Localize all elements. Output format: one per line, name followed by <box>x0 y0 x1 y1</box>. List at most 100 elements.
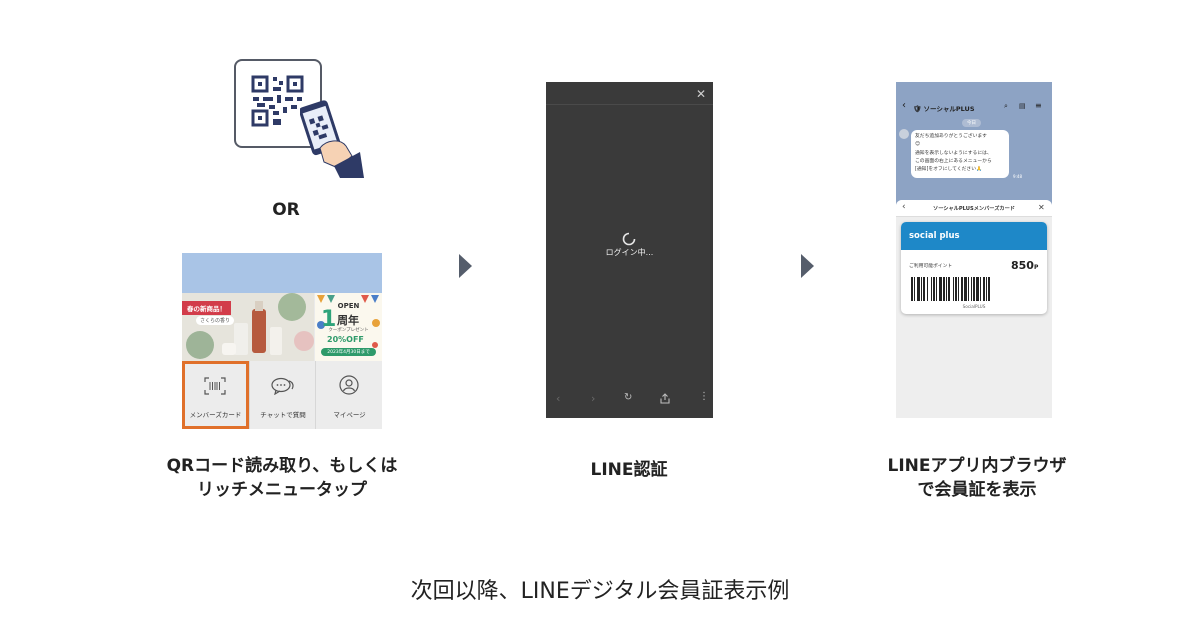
barcode-image <box>911 277 990 301</box>
loading-text: ログイン中... <box>605 248 654 257</box>
barcode-bar <box>968 277 969 301</box>
barcode-bar <box>980 277 981 301</box>
barcode-bar <box>943 277 945 301</box>
qr-code-icon <box>251 75 304 127</box>
menu-item-chat[interactable]: チャットで質問 <box>249 361 316 429</box>
message-time: 9:48 <box>1013 174 1022 179</box>
barcode-bar <box>953 277 954 301</box>
barcode-bar <box>917 277 920 301</box>
barcode-bar <box>971 277 972 301</box>
message-line: この画面の右上にあるメニューから <box>915 158 992 164</box>
menu-item-members-card[interactable]: メンバーズカード <box>182 361 249 429</box>
barcode-bar <box>923 277 925 301</box>
barcode-bar <box>933 277 935 301</box>
step2-caption: LINE認証 <box>590 460 668 480</box>
close-icon[interactable]: ✕ <box>696 87 707 101</box>
spring-product-banner[interactable]: 春の新商品！ さくらの香り <box>182 293 314 361</box>
points-number: 850 <box>1011 259 1034 272</box>
sakura-badge: さくらの香り <box>196 316 235 325</box>
menu-item-label: メンバーズカード <box>189 411 242 419</box>
back-icon[interactable]: ‹ <box>902 100 906 111</box>
panel-header <box>896 200 1052 217</box>
message-line: [通知]をオフにしてください🙏 <box>915 167 982 173</box>
bunting-icon <box>317 295 380 348</box>
step1-caption-line2: リッチメニュータップ <box>197 480 367 500</box>
avatar[interactable] <box>899 129 909 139</box>
chat-bubble-icon <box>271 377 294 395</box>
step3-caption-line2: で会員証を表示 <box>917 480 1037 500</box>
barcode-bar <box>961 277 963 301</box>
barcode-bar <box>958 277 959 301</box>
menu-item-label: マイページ <box>333 411 366 419</box>
coupon-label: クーポンプレゼント <box>328 328 369 333</box>
menu-item-mypage[interactable]: マイページ <box>315 361 382 429</box>
barcode-bar <box>939 277 942 301</box>
open-label: OPEN <box>337 302 360 310</box>
back-icon[interactable]: ‹ <box>556 392 561 405</box>
barcode-bar <box>988 277 990 301</box>
loading-spinner-icon <box>622 232 636 246</box>
panel-title: ソーシャルPLUSメンバーズカード <box>933 206 1015 212</box>
line-browser-screen: ‹ 🛡 ソーシャルPLUS ⌕ ▤ ≡ 今日 友だち追加ありがとうございます 😊… <box>896 82 1052 418</box>
chat-title-text: ソーシャルPLUS <box>923 105 975 113</box>
arrow-right-icon <box>801 254 814 278</box>
barcode-bar <box>964 277 967 301</box>
new-product-badge: 春の新商品！ <box>182 301 231 315</box>
barcode-bar <box>927 277 928 301</box>
until-label: 2023年4月30日まで <box>321 348 376 356</box>
more-icon[interactable]: ⋮ <box>699 391 709 402</box>
points-unit: P <box>1033 264 1039 271</box>
back-icon[interactable]: ‹ <box>902 202 906 212</box>
share-icon[interactable] <box>660 393 670 404</box>
barcode-bar <box>931 277 932 301</box>
points-label: ご利用可能ポイント <box>909 264 953 269</box>
anniversary-banner[interactable]: OPEN 1 周年 クーポンプレゼント 20%OFF 2023年4月30日まで <box>315 293 382 361</box>
step1-caption: QRコード読み取り、もしくは リッチメニュータップ <box>132 454 432 502</box>
barcode-bar <box>955 277 957 301</box>
member-card: social plus ご利用可能ポイント 850P SocialPLUS <box>901 222 1047 314</box>
barcode-bar <box>911 277 913 301</box>
anniversary-unit: 周年 <box>337 314 359 327</box>
qr-code-card <box>234 59 322 148</box>
anniversary-number: 1 <box>321 307 337 332</box>
date-chip: 今日 <box>962 119 981 127</box>
points-value: 850P <box>1011 259 1038 272</box>
message-line: 😊 <box>915 142 921 148</box>
barcode-bar <box>948 277 950 301</box>
member-card-header <box>901 222 1047 250</box>
chat-background <box>182 253 382 293</box>
barcode-bar <box>921 277 922 301</box>
hand-holding-phone-icon <box>300 100 364 178</box>
barcode-caption: SocialPLUS <box>962 304 986 309</box>
or-label: OR <box>272 200 300 220</box>
message-line: 友だち追加ありがとうございます <box>915 134 987 139</box>
close-icon[interactable]: ✕ <box>1038 203 1045 212</box>
step1-caption-line1: QRコード読み取り、もしくは <box>166 456 398 476</box>
line-auth-screen: ✕ ログイン中... ‹ › ↻ ⋮ <box>546 82 713 418</box>
message-line: 通知を表示しないようにするには、 <box>915 150 992 156</box>
search-icon[interactable]: ⌕ <box>1004 102 1008 110</box>
arrow-right-icon <box>459 254 472 278</box>
barcode-icon <box>204 377 226 395</box>
barcode-bar <box>936 277 937 301</box>
barcode-bar <box>983 277 985 301</box>
discount-label: 20%OFF <box>327 335 364 344</box>
step3-caption: LINEアプリ内ブラウザ で会員証を表示 <box>827 454 1127 502</box>
rich-menu-screenshot: 春の新商品！ さくらの香り OPEN 1 周年 クーポンプレゼント 20%OFF… <box>182 253 382 429</box>
barcode-bar <box>986 277 987 301</box>
step3-caption-line1: LINEアプリ内ブラウザ <box>887 456 1067 476</box>
menu-icon[interactable]: ≡ <box>1035 101 1042 110</box>
menu-item-label: チャットで質問 <box>260 411 306 419</box>
barcode-bar <box>946 277 947 301</box>
barcode-bar <box>973 277 975 301</box>
chat-message-bubble: 友だち追加ありがとうございます 😊 通知を表示しないようにするには、 この画面の… <box>911 130 1009 178</box>
barcode-bar <box>976 277 979 301</box>
person-icon <box>339 375 359 395</box>
in-app-browser-panel: ‹ ソーシャルPLUSメンバーズカード ✕ social plus ご利用可能ポ… <box>896 200 1052 418</box>
header-divider <box>546 104 713 105</box>
footer-title: 次回以降、LINEデジタル会員証表示例 <box>410 579 790 604</box>
forward-icon[interactable]: › <box>591 392 596 405</box>
brand-logo: social plus <box>909 231 960 241</box>
reload-icon[interactable]: ↻ <box>624 392 633 403</box>
note-icon[interactable]: ▤ <box>1019 102 1026 110</box>
